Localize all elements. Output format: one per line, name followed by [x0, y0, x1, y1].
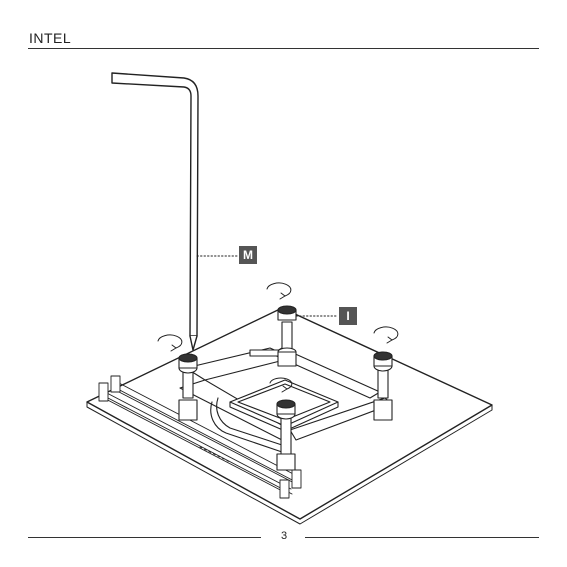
- callout-label-i: I: [339, 307, 357, 325]
- callout-leader: [197, 256, 338, 316]
- rotate-arrow-icon: [374, 327, 398, 343]
- footer-divider-left: [28, 537, 261, 538]
- rotate-arrow-icon: [158, 335, 182, 351]
- footer-divider-right: [305, 537, 539, 538]
- svg-text:M: M: [243, 248, 253, 262]
- callout-label-m: M: [239, 246, 257, 264]
- hex-key-tool: [112, 73, 198, 350]
- svg-text:I: I: [346, 309, 349, 323]
- rotate-arrow-icon: [267, 283, 291, 299]
- page-number: 3: [270, 530, 298, 542]
